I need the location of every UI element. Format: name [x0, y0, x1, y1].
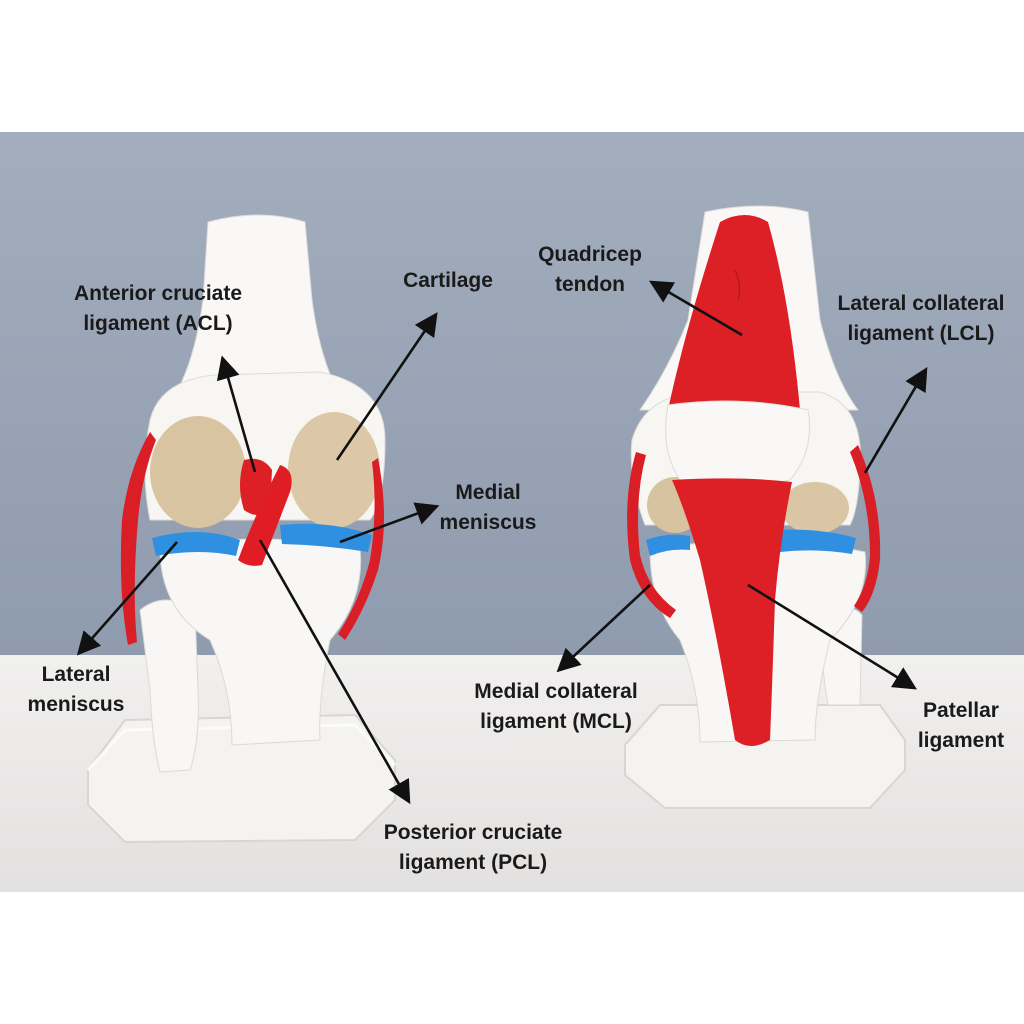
label-lcl: Lateral collateral ligament (LCL) [837, 292, 1005, 345]
label-quadricep: Quadricep tendon [538, 243, 642, 296]
right-meniscus-left [646, 534, 690, 556]
arrow-medial-meniscus [339, 502, 440, 544]
right-meniscus-right [778, 529, 856, 554]
left-lateral-collateral [120, 432, 156, 645]
left-femur-shaft [174, 214, 341, 396]
arrow-quadricep [648, 280, 743, 337]
label-lateral-meniscus: Lateral meniscus [27, 663, 125, 716]
arrow-acl [216, 355, 257, 473]
label-pcl: Posterior cruciate ligament (PCL) [383, 821, 563, 874]
right-patellar-ligament [672, 478, 792, 746]
knee-model-photo [0, 132, 1024, 892]
arrow-lateral-meniscus [76, 541, 178, 656]
right-cartilage-medial [781, 482, 849, 534]
left-medial-meniscus [280, 523, 372, 552]
left-knee-model [86, 214, 397, 844]
arrow-lcl [863, 366, 928, 474]
left-cartilage-medial [288, 412, 380, 528]
left-pcl [238, 465, 292, 566]
right-quadricep-tendon [668, 215, 800, 410]
label-mcl: Medial collateral ligament (MCL) [474, 680, 638, 733]
label-cartilage: Cartilage [403, 269, 493, 292]
annotation-arrows [76, 280, 928, 805]
label-acl: Anterior cruciate ligament (ACL) [73, 282, 243, 335]
arrow-cartilage [335, 312, 438, 461]
left-lateral-meniscus [152, 531, 240, 556]
right-lateral-collateral [850, 445, 881, 612]
label-patellar: Patellar ligament [917, 699, 1005, 752]
left-medial-collateral [338, 458, 384, 640]
left-cartilage-lateral [150, 416, 246, 528]
arrow-mcl [556, 584, 651, 673]
arrow-pcl [258, 539, 411, 805]
label-medial-meniscus: Medial meniscus [439, 481, 537, 534]
arrow-patellar [747, 583, 917, 690]
right-medial-collateral [627, 452, 676, 618]
right-knee-model [624, 205, 906, 809]
right-patella [665, 400, 811, 487]
